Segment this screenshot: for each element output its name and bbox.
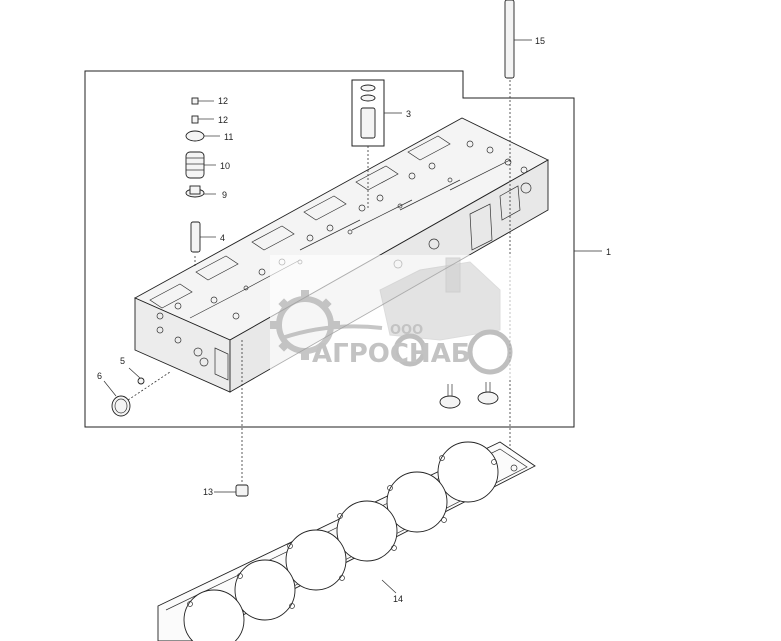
callout-1: 1 [606,247,611,257]
callout-9: 9 [222,190,227,200]
leader-lines [103,39,602,594]
harvester-icon [379,257,513,375]
parts-5-6 [111,371,171,417]
callout-14: 14 [393,594,403,604]
callout-12-bottom: 12 [218,115,228,125]
callout-6: 6 [97,371,102,381]
assembly-frame [84,70,575,428]
callout-12-top: 12 [218,96,228,106]
valve-train-stack [185,97,205,268]
head-gasket [157,441,536,641]
callout-15: 15 [535,36,545,46]
callout-4: 4 [220,233,225,243]
callout-13: 13 [203,487,213,497]
part-15-rod [504,0,515,462]
watermark-logo: ООО АГРОСНАБ [270,255,535,380]
part-3-kit [351,79,385,210]
seal-plugs [439,382,499,409]
callout-3: 3 [406,109,411,119]
callout-5: 5 [120,356,125,366]
callout-11: 11 [224,132,233,142]
part-13-dowel [235,340,249,497]
watermark-ooo: ООО [390,323,423,338]
callout-10: 10 [220,161,230,171]
watermark-brand: АГРОСНАБ [312,339,471,369]
